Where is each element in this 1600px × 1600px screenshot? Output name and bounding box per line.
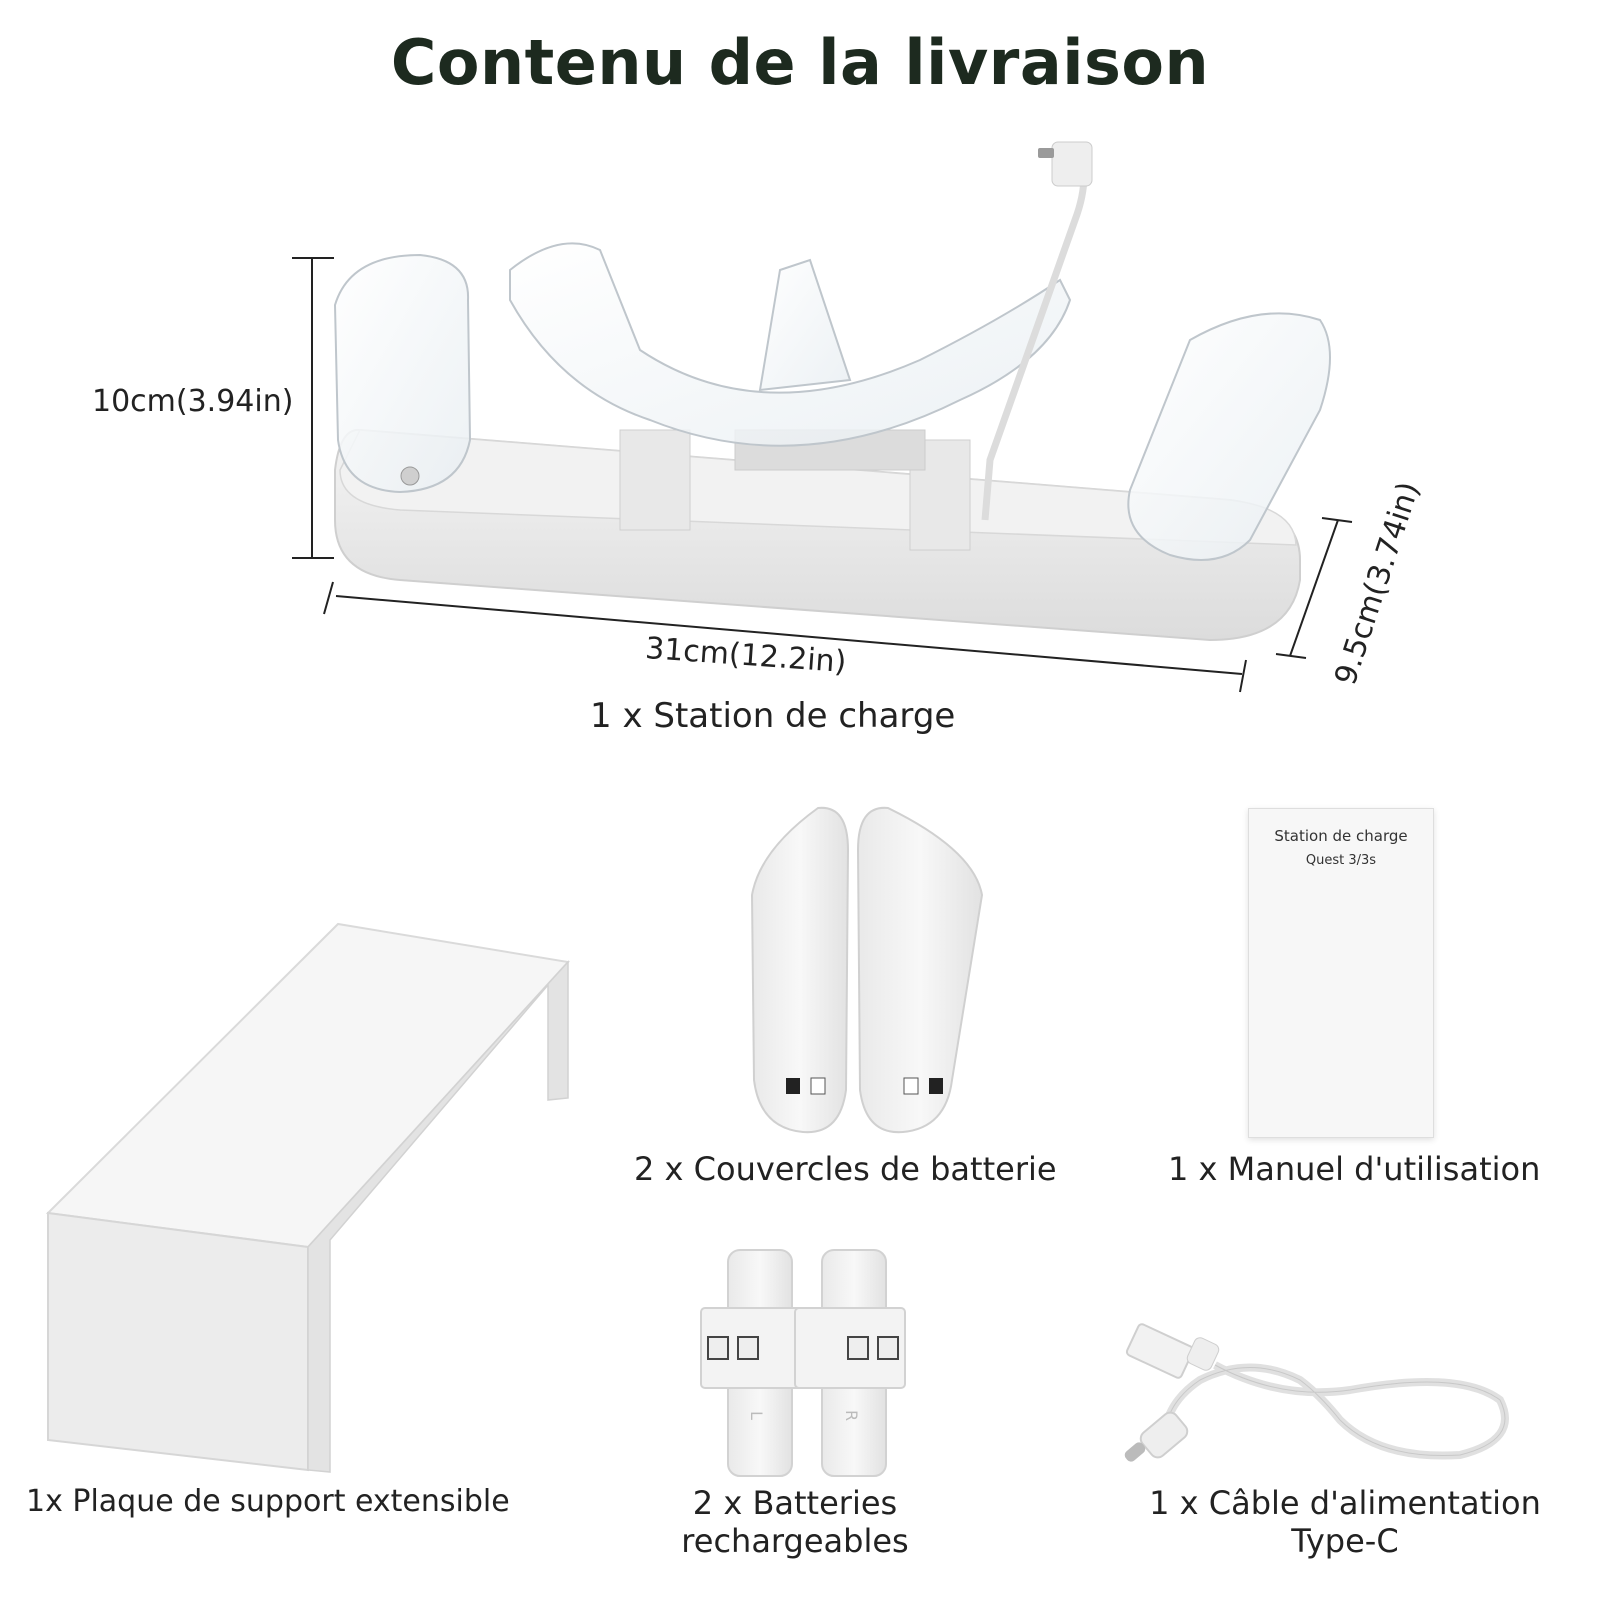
dimension-lines [292,257,1353,693]
support-plate-image [45,922,570,1473]
caption-support-plate: 1x Plaque de support extensible [26,1484,510,1519]
page-title: Contenu de la livraison [390,26,1210,99]
battery-covers-image [750,806,984,1134]
caption-user-manual: 1 x Manuel d'utilisation [1168,1150,1541,1188]
caption-cable-line1: 1 x Câble d'alimentation [1149,1484,1541,1522]
batteries-image [700,1249,906,1477]
battery-left-mark: L [746,1411,766,1420]
battery-right-mark: R [842,1409,862,1422]
caption-cable-line2: Type-C [1291,1522,1399,1560]
charging-station-image [333,141,1331,642]
caption-battery-covers: 2 x Couvercles de batterie [634,1150,1057,1188]
caption-batteries-line1: 2 x Batteries [692,1484,898,1522]
height-dimension: 10cm(3.94in) [92,384,294,419]
manual-subtitle: Quest 3/3s [1305,853,1377,868]
user-manual-image: Station de charge Quest 3/3s [1248,808,1434,1138]
manual-title: Station de charge [1274,827,1408,845]
caption-batteries-line2: rechargeables [681,1522,909,1560]
usb-cable-image [1124,1323,1509,1462]
caption-charging-station: 1 x Station de charge [590,696,956,736]
